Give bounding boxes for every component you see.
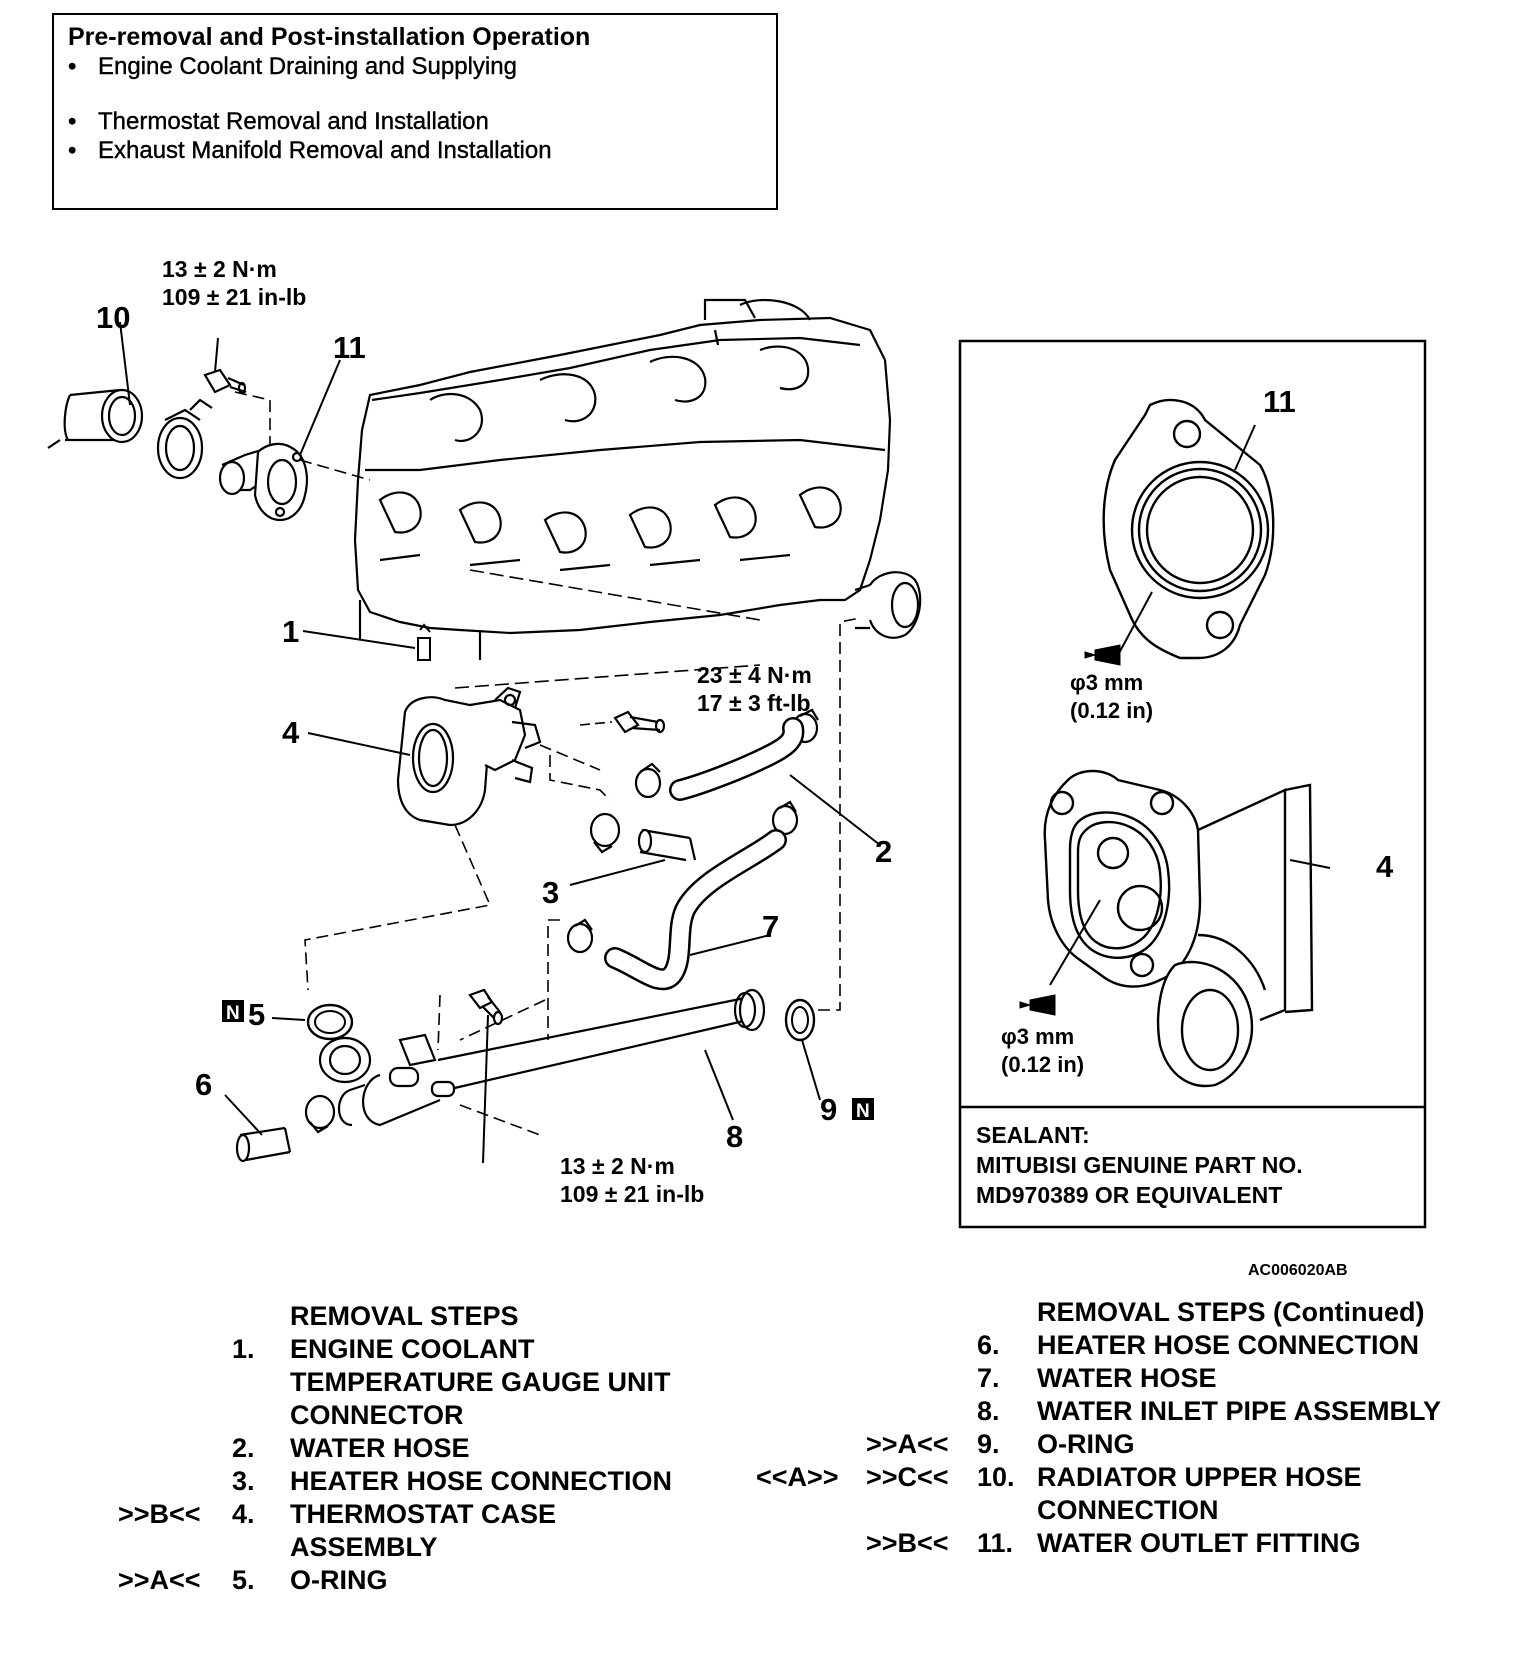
thermostat-case-detail xyxy=(1043,769,1331,1088)
sealant-label: SEALANT: xyxy=(976,1122,1090,1148)
pre-removal-item: •Thermostat Removal and Installation xyxy=(68,108,489,135)
pre-removal-title: Pre-removal and Post-installation Operat… xyxy=(68,23,591,51)
new-part-marker: N xyxy=(222,1000,244,1024)
hose-clamp xyxy=(156,398,213,480)
pre-removal-item: •Exhaust Manifold Removal and Installati… xyxy=(68,137,552,164)
assembly-line xyxy=(579,721,613,726)
bullet-icon: • xyxy=(68,108,77,135)
callout-5: 5 xyxy=(248,997,265,1032)
assembly-line xyxy=(454,664,761,689)
callout-2: 2 xyxy=(875,834,892,869)
svg-text:N: N xyxy=(226,1003,240,1024)
bolt xyxy=(613,710,666,734)
thermostat-case-assembly xyxy=(396,686,542,827)
sealant-tube-icon xyxy=(1084,644,1121,666)
assembly-line xyxy=(469,569,761,621)
radiator-upper-hose xyxy=(47,388,144,449)
callout-10: 10 xyxy=(96,300,130,335)
hose-clamp xyxy=(304,708,819,1134)
callout-numbers: 10 11 1 4 2 3 7 5 6 8 9 xyxy=(96,300,892,1154)
new-part-marker: N xyxy=(852,1098,874,1122)
torque-top-nm: 13 ± 2 N·m xyxy=(162,256,277,282)
o-ring-9 xyxy=(784,998,816,1042)
engine-cylinder-head xyxy=(353,298,922,660)
torque-specs: 13 ± 2 N·m 109 ± 21 in-lb 23 ± 4 N·m 17 … xyxy=(162,256,812,1207)
water-inlet-pipe-assembly xyxy=(318,988,766,1127)
callout-7: 7 xyxy=(762,909,779,944)
heater-hose-connection xyxy=(637,828,697,862)
temperature-gauge-connector xyxy=(417,623,431,661)
pre-removal-item: •Engine Coolant Draining and Supplying xyxy=(68,53,517,80)
callout-6: 6 xyxy=(195,1067,212,1102)
heater-hose-6 xyxy=(235,1126,292,1163)
bolt xyxy=(468,988,504,1026)
torque-mid-nm: 23 ± 4 N·m xyxy=(697,662,812,688)
assembly-line xyxy=(818,617,861,1011)
bead-size-top-in: (0.12 in) xyxy=(1070,698,1153,723)
bolt xyxy=(203,368,247,395)
callout-8: 8 xyxy=(726,1119,743,1154)
leader-lines xyxy=(119,321,881,1164)
svg-text:N: N xyxy=(856,1101,870,1122)
sealant-tube-icon xyxy=(1019,994,1056,1016)
inset-callout-4: 4 xyxy=(1376,849,1394,884)
torque-bottom-inlb: 109 ± 21 in-lb xyxy=(560,1181,704,1207)
callout-3: 3 xyxy=(542,875,559,910)
assembly-line xyxy=(234,391,371,481)
inset-callout-11: 11 xyxy=(1263,384,1296,419)
callout-4: 4 xyxy=(282,715,300,750)
callout-9: 9 xyxy=(820,1092,837,1127)
water-outlet-fitting-detail xyxy=(1102,398,1275,660)
bullet-icon: • xyxy=(68,53,77,80)
water-outlet-fitting xyxy=(218,442,309,522)
bullet-icon: • xyxy=(68,137,77,164)
bead-size-top: φ3 mm xyxy=(1070,670,1143,695)
sealant-part-no: MITUBISI GENUINE PART NO. xyxy=(976,1152,1303,1178)
sealant-equivalent: MD970389 OR EQUIVALENT xyxy=(976,1182,1282,1208)
bead-size-bottom-in: (0.12 in) xyxy=(1001,1052,1084,1077)
assembly-line xyxy=(539,744,611,801)
assembly-line xyxy=(437,919,560,1136)
torque-mid-ftlb: 17 ± 3 ft-lb xyxy=(697,690,811,716)
figure-id: AC006020AB xyxy=(1248,1262,1348,1279)
sealant-detail-inset: 11 4 φ3 mm (0.12 in) φ3 mm (0.12 in) SEA… xyxy=(958,339,1427,1229)
pre-removal-box: Pre-removal and Post-installation Operat… xyxy=(52,13,778,210)
torque-bottom-nm: 13 ± 2 N·m xyxy=(560,1153,675,1179)
callout-1: 1 xyxy=(282,614,299,649)
torque-top-inlb: 109 ± 21 in-lb xyxy=(162,284,306,310)
bead-size-bottom: φ3 mm xyxy=(1001,1024,1074,1049)
assembly-line xyxy=(304,824,492,991)
callout-11: 11 xyxy=(333,330,366,365)
